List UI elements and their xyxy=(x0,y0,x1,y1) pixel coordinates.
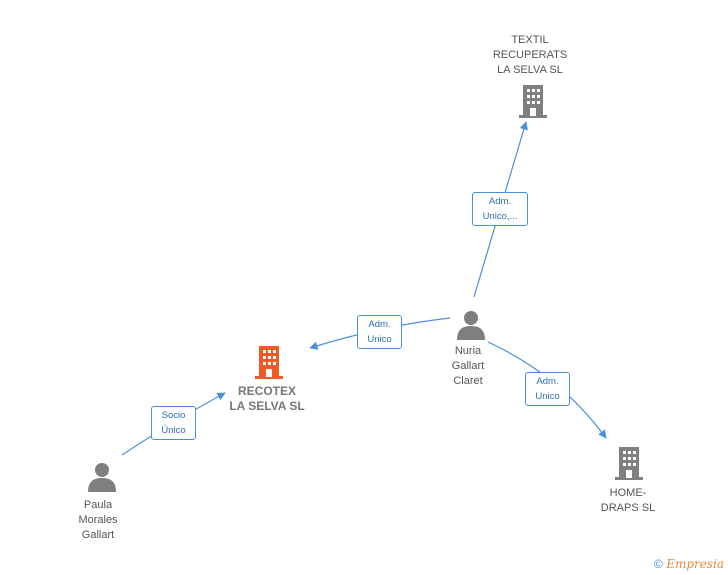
building-icon[interactable] xyxy=(613,446,645,480)
node-label-paula[interactable]: Paula Morales Gallart xyxy=(78,499,118,541)
building-icon[interactable] xyxy=(253,345,285,379)
edge-label-nuria-homedraps: Adm. Unico xyxy=(525,372,570,406)
edge-label-nuria-recotex: Adm. Unico xyxy=(357,315,402,349)
brand-logo: Empresia xyxy=(666,557,724,571)
node-label-homedraps[interactable]: HOME- DRAPS SL xyxy=(600,487,656,514)
edge-label-nuria-textil: Adm. Unico,... xyxy=(472,192,528,226)
building-icon[interactable] xyxy=(517,84,549,118)
node-label-nuria[interactable]: Nuria Gallart Claret xyxy=(451,345,485,387)
person-icon[interactable] xyxy=(86,461,118,493)
edge-label-paula-recotex: Socio Único xyxy=(151,406,196,440)
node-label-recotex[interactable]: RECOTEX LA SELVA SL xyxy=(229,384,305,413)
person-icon[interactable] xyxy=(455,309,487,341)
copyright-icon: © xyxy=(654,557,663,571)
node-label-textil[interactable]: TEXTIL RECUPERATS LA SELVA SL xyxy=(492,34,568,76)
footer-brand[interactable]: © Empresia xyxy=(654,557,724,571)
